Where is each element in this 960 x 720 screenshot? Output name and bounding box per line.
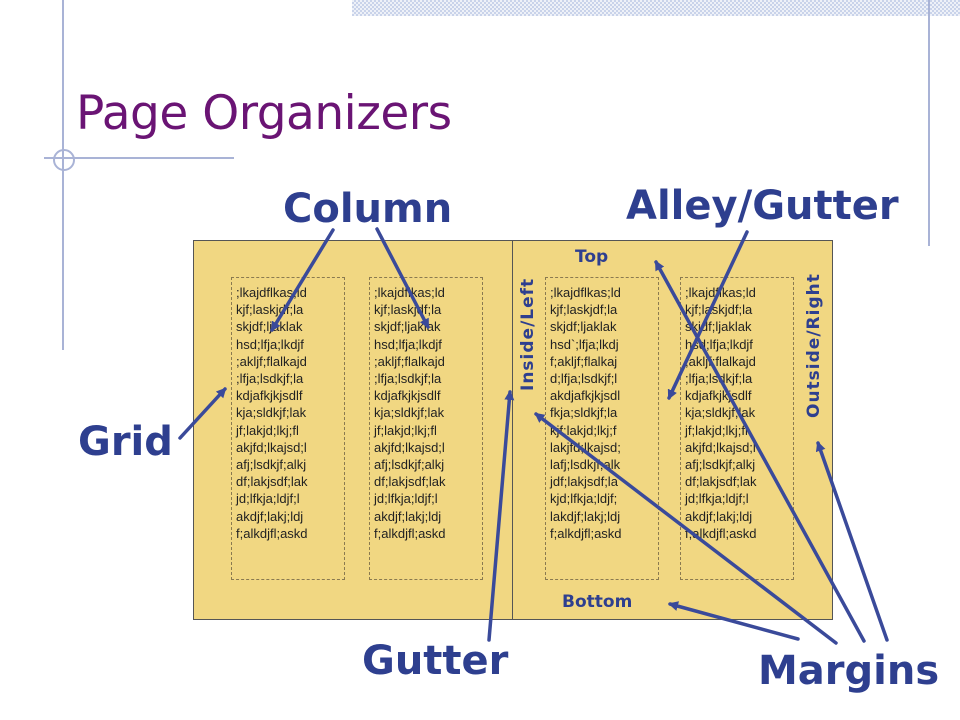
arrow-margins-inside (534, 412, 838, 645)
callout-alley-gutter: Alley/Gutter (626, 183, 899, 229)
callout-margins: Margins (758, 648, 940, 694)
decor-vertical-line-right (928, 0, 930, 246)
header-pattern (352, 0, 960, 16)
decor-circle (53, 149, 75, 171)
arrow-margins-top (654, 260, 866, 643)
callout-column: Column (283, 186, 453, 232)
decor-horizontal-line (44, 157, 234, 159)
slide-title: Page Organizers (76, 86, 452, 141)
right-page (512, 240, 833, 620)
margin-label-top: Top (575, 247, 609, 267)
arrow-margins-bottom (668, 601, 800, 641)
text-column-4: ;lkajdflkas;ld kjf;laskjdf;la skjdf;ljak… (680, 277, 794, 580)
text-column-2: ;lkajdflkas;ld kjf;laskjdf;la skjdf;ljak… (369, 277, 483, 580)
arrow-column-1 (270, 228, 335, 332)
margin-label-bottom: Bottom (562, 592, 633, 612)
arrow-column-2 (375, 227, 430, 329)
arrow-gutter (487, 390, 515, 642)
arrow-margins-outside (815, 441, 889, 642)
left-page (193, 240, 513, 620)
arrow-grid (178, 387, 227, 440)
callout-grid: Grid (78, 419, 173, 465)
callout-gutter: Gutter (362, 638, 509, 684)
arrow-alley-gutter (667, 230, 749, 400)
text-column-3: ;lkajdflkas;ld kjf;laskjdf;la skjdf;ljak… (545, 277, 659, 580)
decor-vertical-line-left (62, 0, 64, 350)
text-column-1: ;lkajdflkas;ld kjf;laskjdf;la skjdf;ljak… (231, 277, 345, 580)
